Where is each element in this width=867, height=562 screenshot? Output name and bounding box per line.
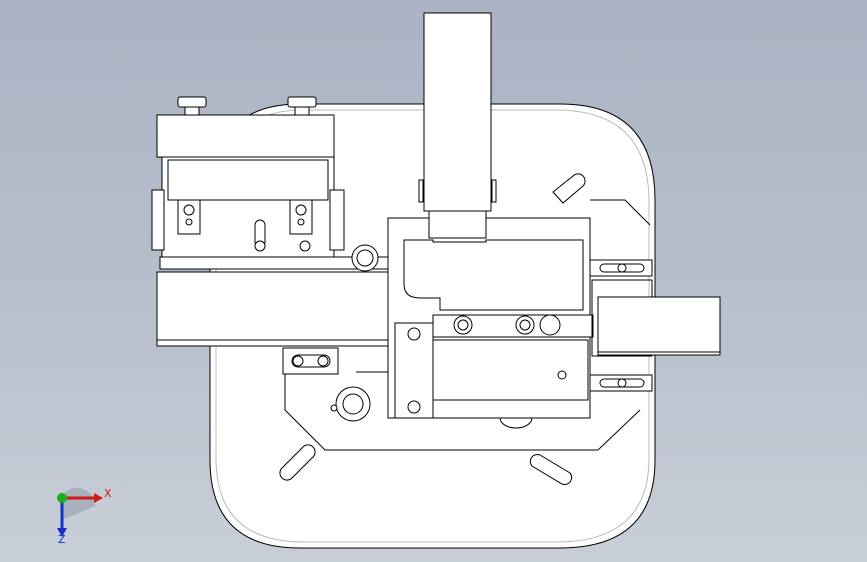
x-axis-arrow-icon — [94, 493, 103, 503]
lower-body-outline — [284, 350, 641, 451]
triad-axes — [57, 487, 103, 537]
column-body — [423, 12, 492, 212]
bolt-icon — [297, 218, 305, 226]
bracket-slot — [291, 354, 331, 368]
bolt-icon — [295, 204, 307, 216]
bolt-icon — [317, 355, 329, 367]
clamp-bracket-left — [177, 199, 201, 235]
knob-right — [287, 96, 317, 108]
horizontal-bar-right[interactable] — [597, 296, 721, 356]
z-axis-label: Z — [58, 533, 66, 546]
y-axis-dot-icon — [57, 493, 67, 503]
horizontal-bar-left[interactable] — [156, 271, 398, 347]
bolt-icon — [407, 400, 421, 414]
bolt-icon — [617, 263, 627, 273]
bolt-icon — [519, 319, 531, 331]
hole-icon — [557, 370, 567, 380]
bolt-icon — [457, 319, 469, 331]
bolt-icon — [254, 240, 266, 252]
bolt-icon — [299, 240, 311, 252]
right-chamfer-edge — [590, 199, 651, 226]
bolt-icon — [292, 355, 304, 367]
side-plate[interactable] — [394, 322, 434, 419]
slot-upper-right — [552, 173, 586, 204]
lower-left-bracket[interactable] — [282, 347, 339, 375]
nut-icon — [356, 249, 374, 267]
slot-lower-right — [529, 454, 573, 485]
x-axis-label: X — [104, 487, 112, 500]
lower-boss — [499, 417, 533, 429]
clamp-right-rail — [329, 189, 345, 251]
column-lower — [428, 210, 487, 239]
clamp-left-rail — [151, 189, 165, 251]
vertical-column[interactable] — [418, 12, 497, 239]
nut-icon — [342, 393, 364, 415]
slot-lower-left — [279, 444, 316, 481]
column-slot-right — [491, 179, 497, 203]
left-clamp-assembly[interactable] — [151, 96, 391, 270]
clamp-top-bar — [156, 114, 335, 158]
knob-left — [177, 96, 207, 108]
bolt-icon — [183, 204, 195, 216]
column-slot-left — [418, 179, 424, 203]
right-guide-lower[interactable] — [589, 374, 653, 392]
knob-right-stem — [294, 106, 310, 116]
diagonal-slots — [279, 173, 586, 485]
knob-left-stem — [184, 106, 200, 116]
triad-shadow — [62, 487, 96, 520]
clamp-bracket-right — [289, 199, 313, 235]
bolt-icon — [185, 218, 193, 226]
bolt-icon — [407, 327, 421, 341]
z-axis-arrow-icon — [57, 528, 67, 537]
bolt-icon — [617, 378, 627, 388]
clamp-inner-frame — [167, 159, 329, 201]
coordinate-triad: X Y Z — [40, 478, 120, 548]
right-guide-upper[interactable] — [589, 259, 653, 277]
pin-icon — [330, 404, 338, 412]
main-block-lower — [432, 339, 589, 401]
main-block-pocket — [403, 239, 584, 311]
round-boss-icon — [539, 314, 561, 336]
